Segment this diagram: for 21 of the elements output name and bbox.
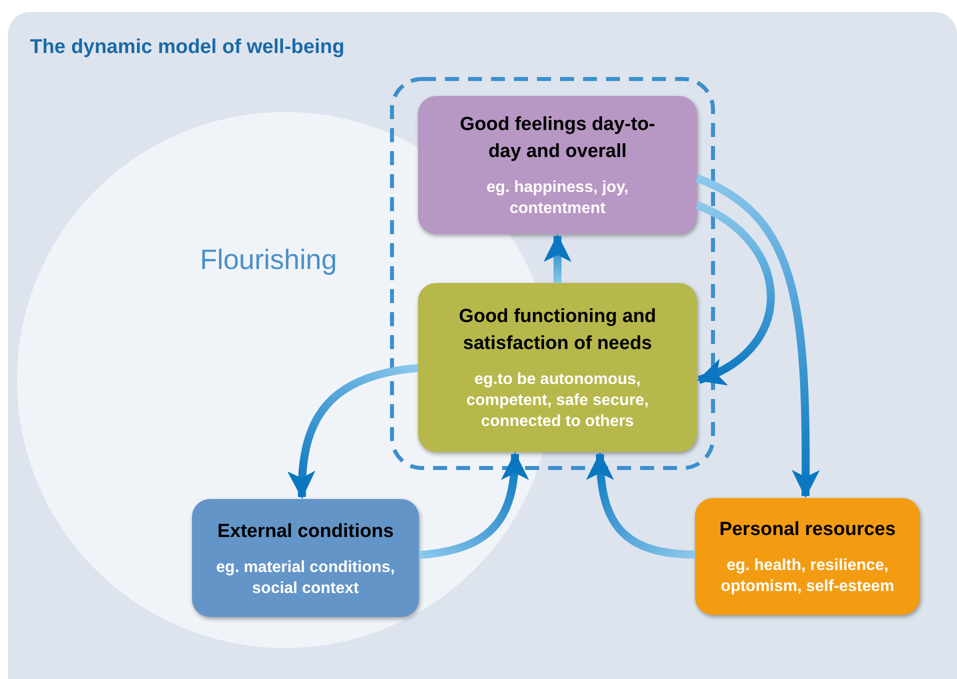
diagram-title: The dynamic model of well-being [30, 36, 344, 59]
box-heading: Good feelings day-to-day and overall [458, 113, 656, 164]
box-heading: External conditions [217, 520, 394, 544]
box-heading: Personal resources [719, 518, 896, 542]
box-description: eg. material conditions, social context [215, 558, 396, 598]
arrow [586, 452, 696, 558]
dashed-group-box [390, 77, 715, 470]
arrow [695, 174, 820, 498]
box-description: eg.to be autonomous, competent, safe secure, connected to others [465, 370, 650, 432]
process-box [192, 499, 419, 617]
box-heading: Good functioning and satisfaction of needs [458, 305, 658, 356]
arrow [544, 234, 572, 283]
process-box [418, 283, 697, 452]
arrow [418, 452, 528, 559]
process-box [695, 498, 920, 615]
box-description: eg. happiness, joy, contentment [486, 178, 630, 219]
area-label: Flourishing [200, 244, 337, 276]
arrow [288, 364, 418, 499]
process-box [418, 96, 697, 234]
arrow [695, 201, 775, 384]
box-description: eg. health, resilience, optomism, self-esteem [720, 556, 896, 597]
